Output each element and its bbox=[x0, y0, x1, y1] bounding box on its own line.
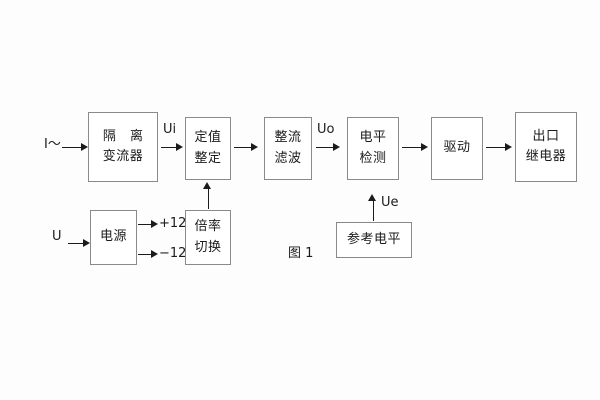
block-multiplier-switch-line-1: 倍率 bbox=[194, 219, 222, 235]
ui-signal-label: Ui bbox=[163, 122, 177, 137]
block-setting-value[interactable]: 定值 整定 bbox=[185, 117, 231, 180]
arrowhead-drive-to-relay bbox=[505, 142, 512, 151]
connector-drive-to-relay bbox=[486, 147, 508, 148]
block-isolation-ct[interactable]: 隔 离 变流器 bbox=[88, 112, 158, 182]
voltage-input-label: U bbox=[52, 229, 62, 244]
block-rectify-filter-line-1: 整流 bbox=[274, 130, 302, 146]
block-setting-value-line-1: 定值 bbox=[194, 130, 222, 146]
connector-reference-to-level bbox=[372, 200, 374, 221]
connector-power-negative bbox=[138, 254, 154, 255]
connector-setting-to-rectify bbox=[234, 147, 254, 148]
block-output-relay-line-1: 出口 bbox=[532, 128, 560, 144]
current-input-label: I～ bbox=[44, 137, 61, 152]
block-power-supply-line-1: 电源 bbox=[99, 229, 127, 245]
block-rectify-filter[interactable]: 整流 滤波 bbox=[264, 117, 312, 180]
block-setting-value-line-2: 整定 bbox=[194, 150, 222, 166]
block-output-relay-line-2: 继电器 bbox=[525, 149, 567, 164]
arrowhead-rectify-to-level bbox=[333, 142, 340, 151]
block-rectify-filter-line-2: 滤波 bbox=[274, 150, 302, 166]
arrowhead-multiplier-to-setting bbox=[203, 182, 211, 189]
arrowhead-power-positive bbox=[151, 219, 158, 228]
block-multiplier-switch-line-2: 切换 bbox=[194, 239, 222, 255]
arrowhead-input-to-isolation bbox=[81, 142, 88, 151]
connector-rectify-to-level bbox=[316, 147, 336, 148]
block-level-detect[interactable]: 电平 检测 bbox=[347, 117, 399, 180]
block-isolation-ct-line-2: 变流器 bbox=[102, 149, 144, 164]
figure-caption: 图 1 bbox=[288, 246, 314, 261]
uo-signal-label: Uo bbox=[317, 122, 335, 137]
ue-signal-label: Ue bbox=[381, 195, 399, 210]
block-drive-line-1: 驱动 bbox=[443, 140, 471, 156]
connector-input-to-isolation bbox=[62, 147, 84, 148]
connector-level-to-drive bbox=[402, 147, 424, 148]
block-output-relay[interactable]: 出口 继电器 bbox=[515, 112, 577, 182]
arrowhead-setting-to-rectify bbox=[251, 142, 258, 151]
arrowhead-reference-to-level bbox=[368, 194, 376, 201]
block-multiplier-switch[interactable]: 倍率 切换 bbox=[185, 210, 231, 265]
connector-multiplier-to-setting bbox=[207, 188, 209, 209]
block-power-supply[interactable]: 电源 bbox=[90, 210, 137, 265]
connector-power-positive bbox=[138, 224, 154, 225]
arrowhead-level-to-drive bbox=[421, 142, 428, 151]
block-reference-level[interactable]: 参考电平 bbox=[336, 222, 412, 258]
block-level-detect-line-1: 电平 bbox=[359, 130, 387, 146]
arrowhead-input-to-power bbox=[83, 238, 90, 247]
connector-input-to-power bbox=[68, 243, 86, 244]
arrowhead-isolation-to-setting bbox=[176, 142, 183, 151]
block-level-detect-line-2: 检测 bbox=[359, 150, 387, 166]
block-reference-level-line-1: 参考电平 bbox=[346, 231, 401, 247]
connector-isolation-to-setting bbox=[161, 147, 179, 148]
block-isolation-ct-line-1: 隔 离 bbox=[102, 128, 149, 144]
arrowhead-power-negative bbox=[151, 249, 158, 258]
block-drive[interactable]: 驱动 bbox=[431, 117, 483, 180]
